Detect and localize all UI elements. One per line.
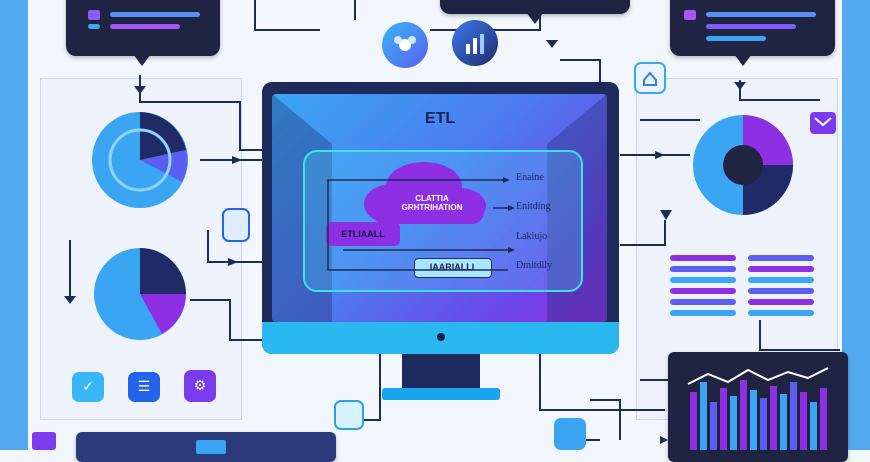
- left-bottom-pie-chart: [94, 248, 186, 340]
- cloud-label: CLATTIA GRHTRIHATION: [401, 194, 463, 212]
- flower-icon[interactable]: [382, 22, 428, 68]
- bottom-left-window: [76, 432, 336, 462]
- left-top-pie-chart: [92, 112, 188, 208]
- home-glyph: [643, 71, 657, 86]
- gear-glyph: ⚙: [193, 377, 207, 393]
- stage-label-3: Lakiujo: [516, 231, 548, 242]
- left-tag: ETLIAALL: [341, 229, 385, 239]
- screen-title: ETL: [424, 110, 456, 127]
- top-left-card: [66, 0, 220, 66]
- list-glyph: ☰: [137, 378, 151, 394]
- document-icon[interactable]: [222, 208, 250, 242]
- gear-icon[interactable]: ⚙: [184, 370, 216, 402]
- stage-label-4: Dmitdlly: [516, 260, 553, 271]
- top-center-card: [440, 0, 630, 24]
- monitor-neck: [402, 354, 480, 390]
- stage-label-2: Enitding: [516, 201, 551, 212]
- flower-glyph: [394, 36, 416, 51]
- stage-label-1: Enaine: [516, 172, 544, 183]
- doc-badge-icon[interactable]: [554, 418, 586, 450]
- top-right-card: [670, 0, 835, 66]
- right-donut-chart: [693, 115, 793, 215]
- bottom-right-chart-window: [668, 352, 848, 462]
- mail-glyph: [814, 117, 832, 127]
- pipeline-arrows: [327, 177, 515, 271]
- bar-chart-glyph: [466, 34, 484, 54]
- home-icon[interactable]: [634, 62, 666, 94]
- check-glyph: ✓: [82, 378, 94, 394]
- bar-chart-icon[interactable]: [452, 20, 498, 66]
- monitor-stand: [382, 388, 500, 400]
- left-side-band: [0, 0, 28, 450]
- window-tab[interactable]: [196, 440, 226, 454]
- mail-icon[interactable]: [810, 112, 836, 134]
- cloud-shape: [364, 162, 486, 224]
- column-chart: [687, 367, 829, 450]
- left-tag-box: [326, 222, 400, 246]
- bottom-tag-box: [414, 258, 492, 278]
- monitor-power-dot: [437, 333, 445, 341]
- badge-icon[interactable]: [334, 400, 364, 430]
- folder-icon[interactable]: [32, 432, 56, 450]
- list-icon[interactable]: ☰: [128, 372, 160, 402]
- bottom-tag: IAARIALLI: [429, 262, 475, 272]
- checkmark-icon[interactable]: ✓: [72, 372, 104, 402]
